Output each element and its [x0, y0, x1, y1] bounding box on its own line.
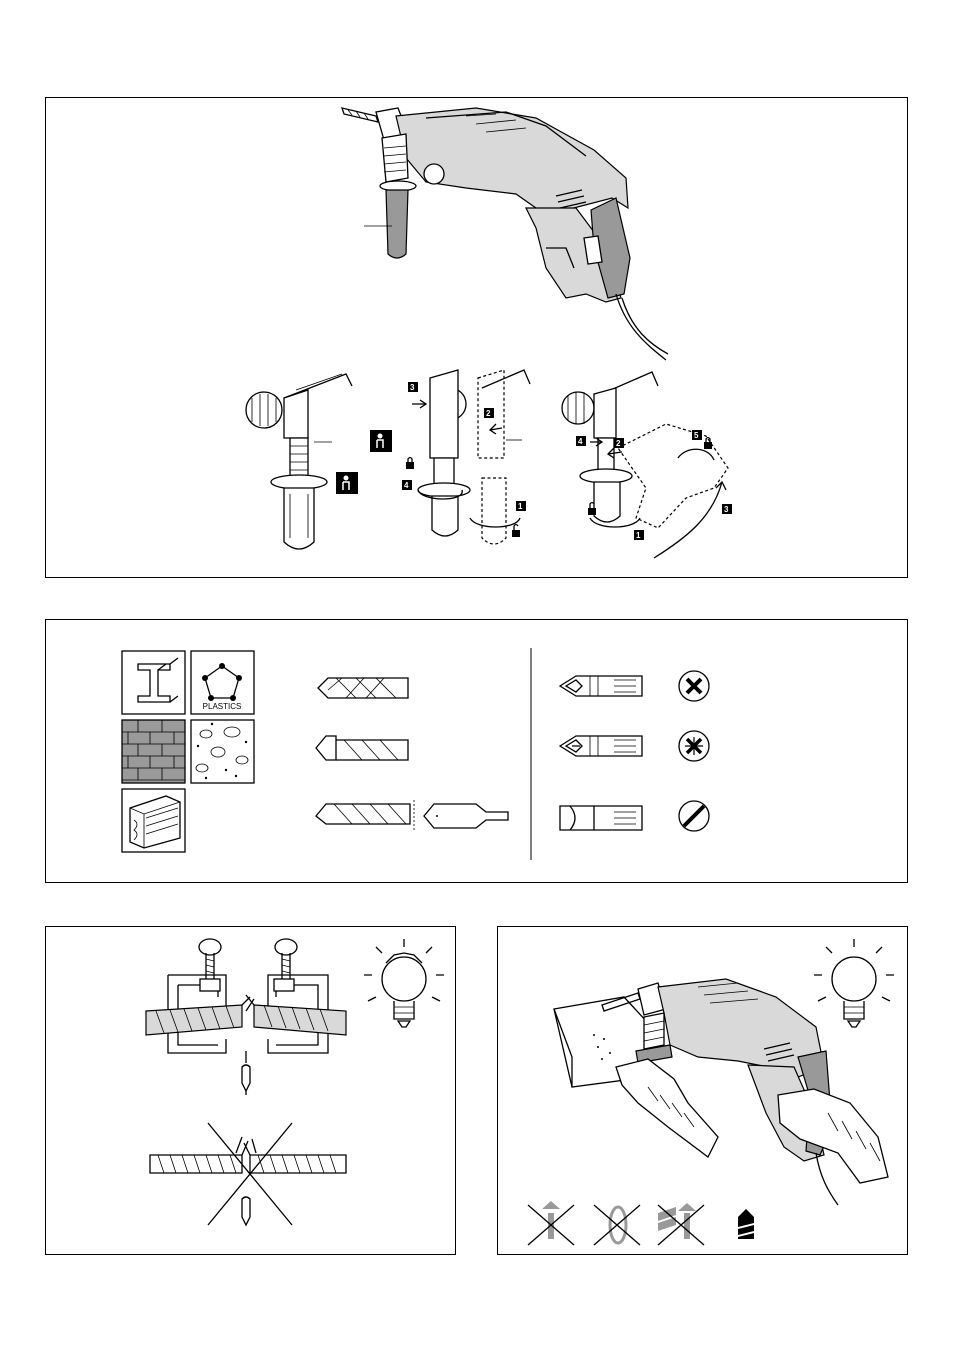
step-4-label: 4 [578, 437, 583, 446]
plastics-icon: PLASTICS [191, 651, 254, 714]
lock-icon [406, 458, 414, 470]
unlock-icon [512, 525, 520, 538]
slotted-bit-icon [560, 806, 642, 830]
pozidriv-bit-icon [560, 736, 642, 756]
light-bulb-icon [364, 939, 444, 1027]
light-bulb-icon [814, 939, 894, 1027]
wood-icon [122, 789, 185, 852]
step-3-label: 3 [724, 505, 729, 514]
brick-wall-icon [122, 720, 185, 783]
no-rotation-icon [594, 1205, 640, 1245]
chisel-mode-icon [738, 1209, 754, 1239]
metal-drill-bit-icon [318, 678, 408, 698]
clamp-icon [168, 939, 226, 1053]
no-clamp-icon [150, 1123, 346, 1225]
step-3-label: 3 [410, 383, 415, 392]
plastics-label: PLASTICS [203, 702, 242, 711]
flat-wood-bit-icon [424, 804, 508, 828]
no-hammer-mode-icon [658, 1203, 704, 1245]
side-handle-figure-c: 4 2 5 1 3 [562, 372, 732, 558]
steel-beam-icon [122, 651, 185, 714]
step-2-label: 2 [486, 409, 491, 418]
wood-drill-bit-icon [316, 800, 414, 830]
tool-overview-panel: 3 2 4 1 [45, 97, 908, 578]
phillips-head-icon [679, 671, 709, 701]
slotted-head-icon [679, 801, 709, 831]
step-4-label: 4 [404, 481, 409, 490]
gloved-hands-icon [616, 1059, 888, 1183]
step-1-label: 1 [636, 531, 641, 540]
pozidriv-head-icon [679, 731, 709, 761]
no-drill-mode-icon [528, 1201, 574, 1245]
hammer-drill-icon [342, 108, 668, 360]
auxiliary-handle-icon [336, 472, 358, 494]
operation-panel [497, 926, 908, 1255]
step-2-label: 2 [616, 439, 621, 448]
auxiliary-handle-icon [370, 430, 392, 452]
clamping-panel [45, 926, 456, 1255]
step-1-label: 1 [518, 502, 523, 511]
side-handle-figure-b: 3 2 4 1 [370, 370, 530, 544]
masonry-drill-bit-icon [316, 736, 408, 760]
phillips-bit-icon [560, 676, 642, 696]
side-handle-figure-a [246, 374, 358, 549]
concrete-icon [191, 720, 254, 783]
materials-bits-panel: PLASTICS [45, 619, 908, 883]
flat-wood-bit-icon [242, 1051, 250, 1095]
clamp-icon [268, 939, 328, 1053]
step-5-label: 5 [694, 431, 699, 440]
